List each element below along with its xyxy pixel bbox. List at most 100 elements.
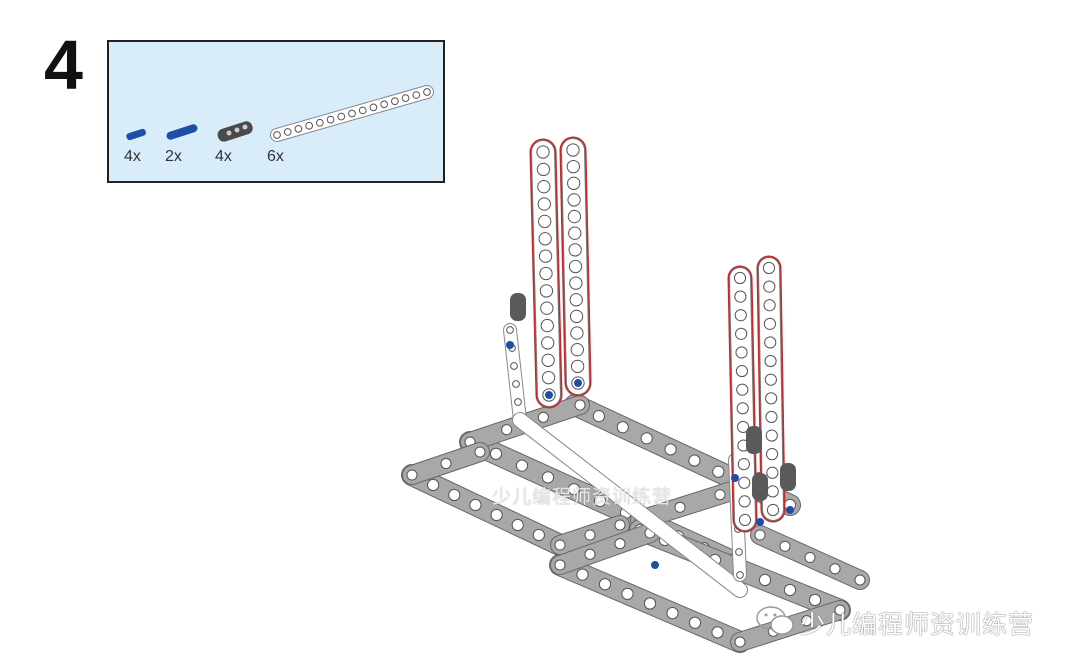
center-watermark: 少儿编程师资训练营 xyxy=(492,487,673,508)
beam-hole xyxy=(538,232,552,246)
beam-hole xyxy=(567,176,581,190)
beam-hole xyxy=(762,261,776,275)
qty-long-pin: 2x xyxy=(165,148,182,165)
beam-hole xyxy=(554,559,566,571)
pin-connector xyxy=(780,463,796,491)
beam-hole xyxy=(515,459,529,472)
beam-hole xyxy=(570,326,584,340)
beam-hole xyxy=(369,103,378,112)
beam-hole xyxy=(569,276,583,290)
beam-hole xyxy=(712,465,725,478)
beam-hole xyxy=(567,209,582,224)
beam-hole xyxy=(506,326,514,334)
beam-hole xyxy=(538,214,552,229)
beam-hole xyxy=(358,106,367,115)
beam-hole xyxy=(511,518,524,532)
beam-hole xyxy=(541,353,555,367)
beam-hole xyxy=(688,616,702,629)
beam-hole xyxy=(616,421,629,434)
qty-beam: 6x xyxy=(267,148,284,165)
beam-hole xyxy=(489,447,503,460)
beam-hole xyxy=(474,446,486,458)
blue-pin xyxy=(756,518,764,526)
beam-hole xyxy=(536,145,550,159)
beam-hole xyxy=(765,410,778,424)
beam-hole xyxy=(737,458,750,471)
beam-hole xyxy=(714,489,726,501)
beam-hole xyxy=(808,593,822,607)
beam-hole xyxy=(440,457,452,470)
beam-hole xyxy=(765,392,778,405)
beam-hole xyxy=(593,494,607,508)
beam-hole xyxy=(568,243,582,257)
corner-watermark: 少儿编程师资训练营 xyxy=(800,611,1035,639)
beam-hole xyxy=(754,529,766,541)
beam-hole xyxy=(734,636,746,648)
beam-hole xyxy=(801,615,813,627)
step-number: 4 xyxy=(44,26,83,104)
beam-hole xyxy=(674,501,686,513)
beam-hole xyxy=(539,266,553,281)
beam-hole xyxy=(566,143,580,157)
beam-hole xyxy=(854,574,866,586)
beam-hole xyxy=(765,448,779,461)
beam-hole xyxy=(537,411,549,423)
blue-pin xyxy=(545,391,553,399)
beam-hole xyxy=(541,471,555,484)
beam-hole xyxy=(390,97,399,106)
beam-hole xyxy=(401,94,410,103)
pin-connector xyxy=(752,473,768,501)
beam-hole xyxy=(735,327,748,340)
beam-hole xyxy=(501,424,513,436)
blue-pin xyxy=(651,561,659,569)
beam-hole xyxy=(783,583,797,597)
beam-hole xyxy=(541,336,555,350)
beam-hole xyxy=(570,343,584,357)
beam-hole xyxy=(614,519,626,531)
beam-hole xyxy=(540,318,554,333)
white-link-beam xyxy=(513,413,747,597)
beam-hole xyxy=(763,317,777,330)
pin-connector xyxy=(510,293,526,321)
beam-hole xyxy=(427,478,440,492)
beam-hole xyxy=(758,573,772,587)
beam-hole xyxy=(570,359,585,374)
beam-hole xyxy=(294,124,303,133)
beam-hole xyxy=(735,346,748,359)
parts-list-panel: 4x 2x 4x 6x xyxy=(107,40,445,183)
blue-pin xyxy=(506,341,514,349)
white-upright-beams xyxy=(503,136,796,598)
beam-hole xyxy=(763,280,776,293)
beam-hole xyxy=(537,180,551,194)
beam-hole xyxy=(537,197,551,211)
beam-hole xyxy=(734,290,747,303)
beam-hole xyxy=(536,162,551,177)
beam-hole xyxy=(567,483,581,496)
beam-hole xyxy=(834,604,846,616)
beam-hole xyxy=(512,380,520,388)
beam-hole xyxy=(738,495,751,508)
beam-hole xyxy=(538,249,553,263)
beam-hole xyxy=(764,336,777,349)
beam-hole xyxy=(736,402,749,415)
beam-hole xyxy=(764,373,777,386)
beam-hole xyxy=(640,432,653,445)
beam-hole xyxy=(734,309,747,322)
beam-hole xyxy=(643,597,657,610)
parts-illustrations xyxy=(126,85,434,142)
beam-hole xyxy=(592,410,605,423)
beam-hole xyxy=(568,259,583,274)
beam-hole xyxy=(469,498,482,512)
beam-hole xyxy=(566,159,581,174)
beam-hole xyxy=(584,529,596,541)
beam-hole xyxy=(569,309,584,324)
frame-crossbar xyxy=(551,524,659,574)
beam-hole xyxy=(406,469,418,481)
beam-hole xyxy=(733,271,747,285)
beam-hole xyxy=(738,513,752,527)
beam-hole xyxy=(764,354,777,368)
dark-gray-pin-connector-part xyxy=(217,121,253,142)
beam-hole xyxy=(736,383,749,396)
beam-hole xyxy=(574,399,586,411)
beam-hole xyxy=(576,568,589,581)
